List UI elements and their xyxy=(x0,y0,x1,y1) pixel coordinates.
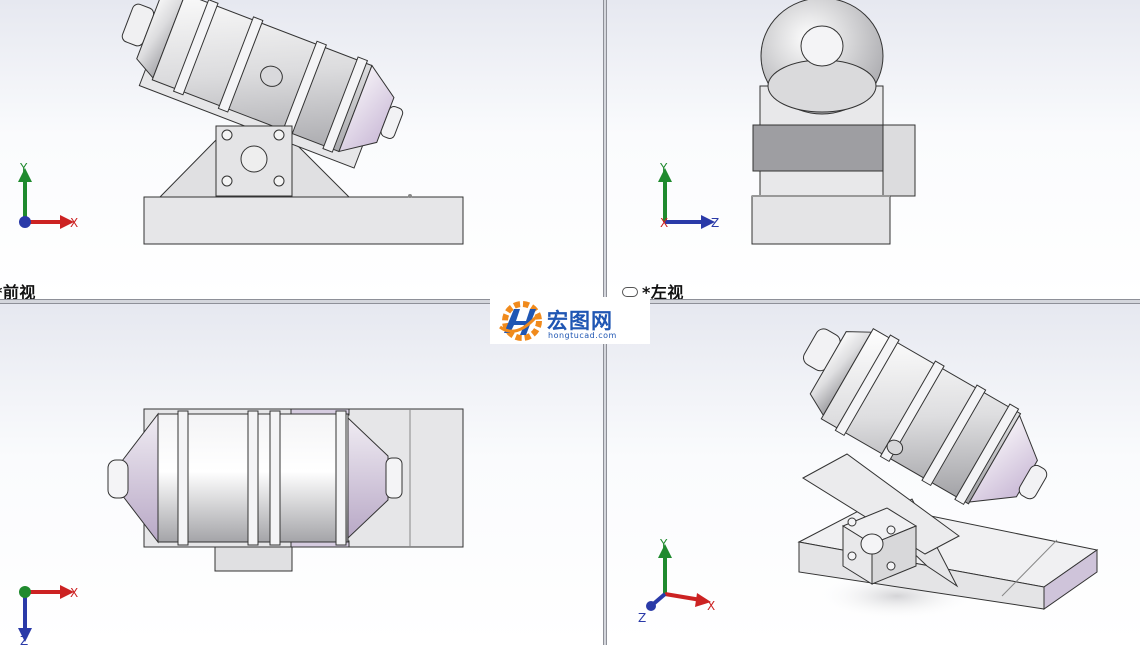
left-view-model[interactable] xyxy=(607,0,1140,299)
viewport-front-label: *前视 xyxy=(0,283,36,299)
triad-front: Y X xyxy=(18,161,78,230)
viewport-left-label: *左视 xyxy=(622,279,684,299)
triad-top-x: X xyxy=(70,586,78,600)
triad-top-z: Z xyxy=(20,634,28,645)
triad-iso-z: Z xyxy=(638,611,646,625)
front-view-model[interactable] xyxy=(0,0,603,299)
triad-front-y: Y xyxy=(19,161,28,175)
triad-left: Y Z X xyxy=(658,161,719,230)
triad-left-y: Y xyxy=(659,161,668,175)
watermark: 宏图网 hongtucad.com xyxy=(490,297,650,344)
viewport-top[interactable]: X Z xyxy=(0,304,603,645)
watermark-url: hongtucad.com xyxy=(548,331,617,340)
triad-front-x: X xyxy=(70,216,78,230)
triad-left-x: X xyxy=(660,216,668,230)
triad-left-z: Z xyxy=(711,216,719,230)
isometric-view-model[interactable] xyxy=(607,304,1140,645)
viewport-isometric[interactable]: Y X Z xyxy=(607,304,1140,645)
viewport-left[interactable]: Y Z X *左视 xyxy=(607,0,1140,299)
triad-iso-y: Y xyxy=(659,537,668,551)
triad-top: X Z xyxy=(18,585,78,645)
watermark-title: 宏图网 xyxy=(547,309,613,333)
viewport-left-label-text: *左视 xyxy=(642,283,684,299)
triad-isometric: Y X Z xyxy=(638,537,715,625)
watermark-logo-icon xyxy=(499,301,542,341)
triad-iso-x: X xyxy=(707,599,715,613)
viewport-front[interactable]: Y X *前视 xyxy=(0,0,603,299)
top-view-model[interactable] xyxy=(0,304,603,645)
link-icon xyxy=(622,286,638,297)
